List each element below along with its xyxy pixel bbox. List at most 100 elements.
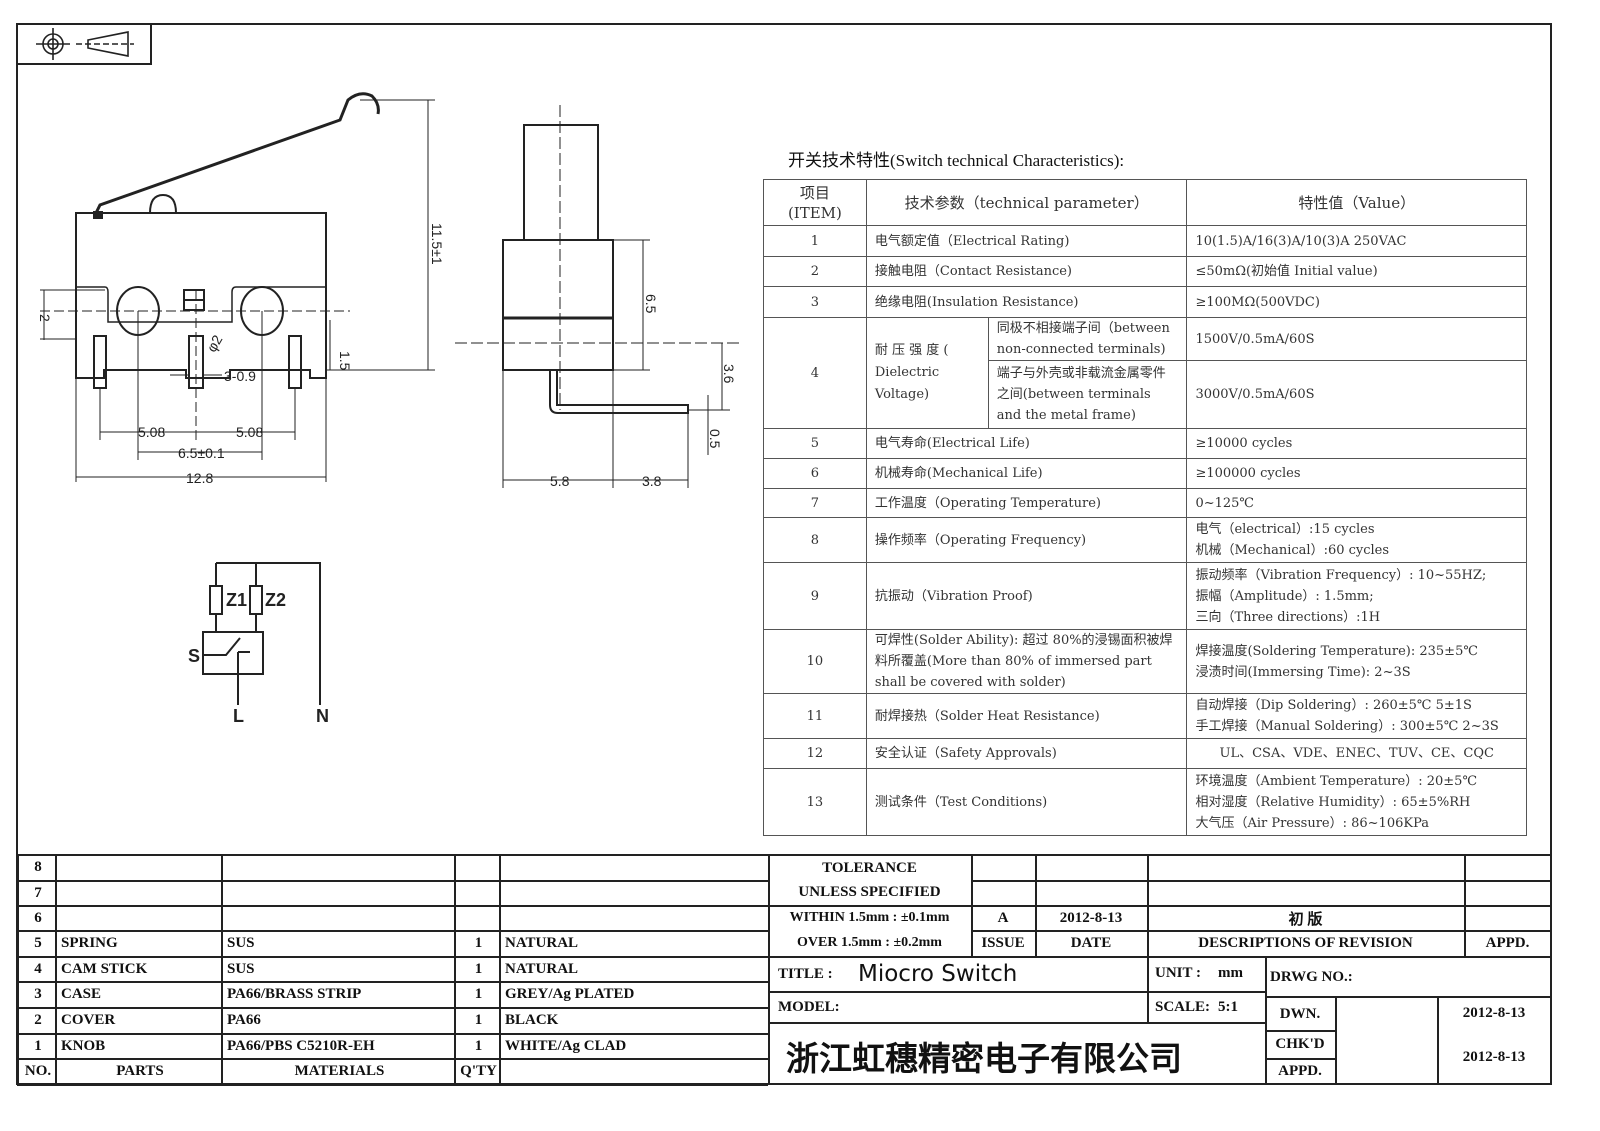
dim-side-6-5: 6.5 [643,294,659,314]
spec-value-line: 振动频率（Vibration Frequency）: 10~55HZ; [1195,567,1487,583]
divider [17,854,1551,856]
label-s: S [188,646,200,666]
scale-value: 5:1 [1218,998,1238,1015]
part-material: PA66 [227,1011,261,1028]
spec-row: 5 电气寿命(Electrical Life)≥10000 cycles [763,428,1527,459]
spec-value-line: ≥100MΩ(500VDC) [1195,294,1320,310]
grid-line [768,1022,1265,1024]
spec-value-line: 三向（Three directions）:1H [1195,609,1381,625]
grid-line [17,1033,768,1035]
tolerance-within: WITHIN 1.5mm : ±0.1mm [789,910,950,925]
spec-value-line: ≤50mΩ(初始值 Initial value) [1195,264,1378,279]
spec-value-line: 焊接温度(Soldering Temperature): 235±5℃ [1195,643,1478,659]
issue-label: ISSUE [981,934,1025,951]
grid-line [1147,854,1149,991]
grid-line [55,854,57,1084]
part-material: PA66/PBS C5210R-EH [227,1037,375,1054]
spec-value: 0~125℃ [1186,488,1527,518]
dim-2: 2 [37,314,53,322]
spec-row: 7 工作温度（Operating Temperature)0~125℃ [763,488,1527,518]
spec-param: 工作温度（Operating Temperature) [865,488,1188,518]
spec-no: 2 [763,256,867,287]
spec-row: 端子与外壳或非载流金属零件之间(between terminals and th… [764,360,1527,429]
model-label: MODEL: [778,998,840,1015]
spec-param: 耐 压 强 度 ( Dielectric Voltage) [865,317,989,429]
unit-value: mm [1218,964,1243,981]
part-qty: 1 [474,934,483,951]
spec-value-line: 振幅（Amplitude）: 1.5mm; [1195,588,1374,604]
spec-value-line: 大气压（Air Pressure）: 86~106KPa [1195,815,1429,831]
header-param: 技术参数（technical parameter） [865,179,1188,226]
part-finish: GREY/Ag PLATED [505,985,635,1002]
spec-param: 测试条件（Test Conditions) [865,768,1188,836]
part-material: PA66/BRASS STRIP [227,985,362,1002]
dim-pitch-1: 5.08 [138,424,165,440]
spec-value-line: 环境温度（Ambient Temperature）: 20±5℃ [1195,773,1477,789]
drawing-title: Miocro Switch [858,961,1018,987]
spec-no: 7 [763,488,867,518]
grid-line [17,981,768,983]
spec-value-line: 自动焊接（Dip Soldering）: 260±5℃ 5±1S [1195,698,1472,713]
spec-param: 操作频率（Operating Frequency) [865,517,1188,563]
dim-6-5: 6.5±0.1 [178,445,225,461]
dim-pitch-2: 5.08 [236,424,263,440]
approved-label: APPD. [1485,934,1530,951]
sheet-frame [16,23,1552,1085]
grid-line [17,880,768,882]
part-finish: BLACK [505,1011,559,1028]
grid-line [1265,996,1551,998]
spec-value-line: 机械（Mechanical）:60 cycles [1195,543,1390,558]
header-materials: MATERIALS [294,1062,385,1079]
spec-value: ≥10000 cycles [1186,428,1527,459]
drawing-number-label: DRWG NO.: [1270,968,1353,985]
part-qty: 1 [474,1011,483,1028]
spec-value: ≥100000 cycles [1186,458,1527,489]
scale-label: SCALE: [1155,998,1211,1015]
label-l: L [233,706,244,726]
grid-line [17,1084,768,1086]
part-name: COVER [61,1011,116,1028]
unit-label: UNIT : [1155,964,1201,981]
dim-pin: 3-0.9 [224,368,256,384]
spec-param: 安全认证（Safety Approvals) [865,738,1188,769]
spec-param: 耐焊接热（Solder Heat Resistance) [865,693,1188,739]
spec-value-line: UL、CSA、VDE、ENEC、TUV、CE、CQC [1219,746,1494,761]
grid-line [768,956,1551,958]
spec-row: 2 接触电阻（Contact Resistance)≤50mΩ(初始值 Init… [763,256,1527,287]
header-parts: PARTS [116,1062,164,1079]
spec-value: 10(1.5)A/16(3)A/10(3)A 250VAC [1186,225,1527,257]
grid-line [17,905,768,907]
revision-date: 2012-8-13 [1059,909,1123,926]
spec-param: 电气寿命(Electrical Life) [865,428,1188,459]
spec-row: 1 电气额定值（Electrical Rating)10(1.5)A/16(3)… [763,225,1527,257]
grid-line [17,1058,768,1060]
grid-line [971,880,1551,882]
part-qty: 1 [474,1037,483,1054]
dim-side-3-6: 3.6 [721,364,737,384]
spec-row: 10 可焊性(Solder Ability): 超过 80%的浸锡面积被焊料所覆… [763,629,1527,694]
part-qty: 1 [474,960,483,977]
spec-row: 9 抗振动（Vibration Proof)振动频率（Vibration Fre… [763,562,1527,630]
grid-line [454,854,456,1084]
spec-no: 1 [763,225,867,257]
part-qty: 1 [474,985,483,1002]
projection-symbol-box [16,23,152,65]
grid-line [971,854,973,956]
checked-label: CHK'D [1275,1035,1325,1052]
circuit-schematic: Z1 Z2 S L N [188,562,329,726]
spec-param: 绝缘电阻(Insulation Resistance) [865,286,1188,318]
spec-no: 6 [763,458,867,489]
row-number: 7 [34,884,42,901]
spec-row: 11 耐焊接热（Solder Heat Resistance)自动焊接（Dip … [763,693,1527,739]
row-number: 5 [34,934,42,951]
spec-value: UL、CSA、VDE、ENEC、TUV、CE、CQC [1186,738,1527,769]
spec-row: 6 机械寿命(Mechanical Life)≥100000 cycles [763,458,1527,489]
spec-title: 开关技术特性(Switch technical Characteristics)… [788,151,1125,170]
grid-line [499,854,501,1084]
part-name: KNOB [61,1037,106,1054]
spec-value: ≥100MΩ(500VDC) [1186,286,1527,318]
spec-header-row: 项目(ITEM) 技术参数（technical parameter） 特性值（V… [763,179,1527,226]
switch-front-view: 11.5±1 2 1.5 φ2 3-0.9 5.08 5.08 6.5±0.1 … [37,92,445,486]
